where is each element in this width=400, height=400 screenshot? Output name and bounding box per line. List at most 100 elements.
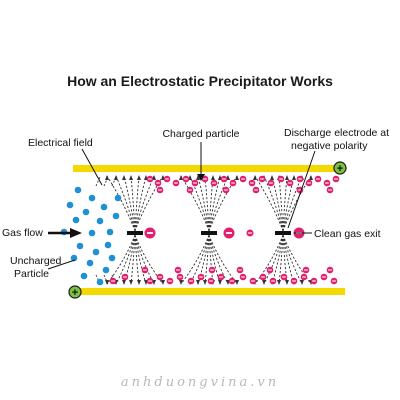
charged-particle: [269, 277, 277, 285]
uncharged-particle: [76, 242, 84, 250]
field-line: [134, 175, 147, 232]
charged-particle: [176, 273, 184, 281]
charged-particle: [236, 266, 244, 274]
charged-particle: [166, 277, 174, 285]
charged-particle: [258, 175, 266, 183]
charged-particle: [239, 175, 247, 183]
discharge-electrode-label-line1: Discharge electrode at: [284, 127, 389, 139]
field-line-arrowhead: [211, 175, 215, 180]
field-line-arrowhead: [300, 280, 304, 285]
field-line-arrowhead: [161, 280, 165, 285]
field-line-arrowhead: [203, 280, 207, 285]
charged-particle: [174, 266, 182, 274]
charged-particles-top: [146, 175, 340, 194]
uncharged-particle: [104, 241, 112, 249]
charged-particle: [172, 179, 180, 187]
field-line: [197, 175, 210, 232]
charged-particle-arrowhead: [197, 174, 205, 181]
charged-particle: [186, 186, 194, 194]
field-line: [115, 234, 136, 285]
charged-particle: [146, 277, 154, 285]
field-line-arrowhead: [235, 175, 239, 180]
field-line: [106, 175, 136, 232]
field-line-arrowhead: [129, 175, 133, 180]
field-line: [254, 175, 284, 232]
clean-gas-exit-label: Clean gas exit: [314, 228, 381, 240]
field-line: [282, 234, 312, 285]
charged-particle: [197, 273, 205, 281]
field-line-arrowhead: [105, 175, 109, 180]
charged-particle: [109, 277, 117, 285]
field-line-arrowhead: [285, 175, 289, 180]
field-line-arrowhead: [292, 175, 296, 180]
field-line-arrowhead: [137, 175, 141, 180]
field-line-arrowhead: [196, 175, 200, 180]
gas-flow-label: Gas flow: [2, 227, 43, 239]
charged-particle: [290, 277, 298, 285]
positive-sign: +: [337, 163, 343, 175]
positive-sign: +: [72, 287, 78, 299]
negative-particle-large: [144, 227, 156, 239]
field-line: [134, 234, 147, 285]
uncharged-particle: [114, 194, 122, 202]
field-line: [263, 175, 284, 232]
positive-badge-circle: [333, 161, 347, 175]
uncharged-particle: [106, 228, 114, 236]
field-line: [189, 175, 210, 232]
field-line-arrowhead: [309, 175, 313, 180]
field-line: [263, 234, 284, 285]
charged-particle: [314, 175, 322, 183]
charged-particle: [182, 175, 190, 183]
uncharged-particle: [82, 208, 90, 216]
charged-particle: [326, 186, 334, 194]
charged-particle: [156, 273, 164, 281]
diagram-title: How an Electrostatic Precipitator Works: [67, 73, 333, 89]
charged-particle: [208, 266, 216, 274]
top-positive-terminal: +: [333, 161, 347, 175]
field-line-arrowhead: [285, 280, 289, 285]
charged-particle: [267, 179, 275, 187]
uncharged-particle: [80, 272, 88, 280]
uncharged-particle: [72, 216, 80, 224]
charged-particle: [320, 273, 328, 281]
negative-particle-small: [246, 229, 254, 237]
positive-badge-circle: [68, 285, 82, 299]
uncharged-particle: [92, 248, 100, 256]
discharge-electrode-label-line2: negative polarity: [291, 140, 368, 152]
bottom-positive-terminal: +: [68, 285, 82, 299]
charged-particle: [207, 277, 215, 285]
field-line-arrowhead: [277, 280, 281, 285]
field-line: [130, 234, 136, 285]
field-line: [180, 234, 210, 285]
field-line-arrowhead: [129, 280, 133, 285]
uncharged-particle: [108, 254, 116, 262]
uncharged-particle: [96, 278, 104, 286]
charged-particle: [187, 277, 195, 285]
negative-particle-large: [223, 227, 235, 239]
field-line: [204, 175, 210, 232]
discharge-electrode-3: [275, 231, 291, 235]
discharge-electrode-2: [201, 231, 217, 235]
charged-particle: [229, 179, 237, 187]
charged-particle: [286, 179, 294, 187]
gas-flow-arrow: [48, 228, 82, 238]
field-line: [95, 176, 101, 187]
field-line: [208, 175, 221, 232]
field-line: [115, 175, 136, 232]
charged-particle: [228, 277, 236, 285]
field-line-arrowhead: [179, 280, 183, 285]
field-line: [282, 234, 303, 285]
field-line-arrowhead: [137, 280, 141, 285]
electrical-field-leader: [81, 148, 103, 186]
uncharged-particle: [88, 194, 96, 202]
field-line-arrowhead: [235, 280, 239, 285]
charged-particle: [210, 179, 218, 187]
charged-particle: [163, 175, 171, 183]
charged-particle: [302, 266, 310, 274]
field-line: [111, 176, 117, 187]
charged-particle: [248, 179, 256, 187]
charged-particle: [300, 273, 308, 281]
field-line: [123, 175, 136, 232]
field-line: [130, 175, 136, 232]
charged-particle: [201, 175, 209, 183]
